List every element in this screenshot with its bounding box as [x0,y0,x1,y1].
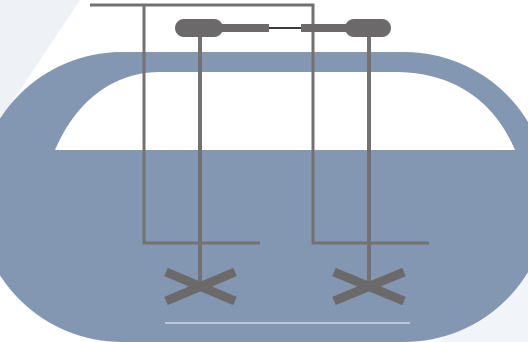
impeller-2 [332,267,406,306]
agitator-motor-2 [345,19,391,37]
background-tint [0,0,80,120]
tank-nozzle [23,88,64,137]
agitator-motor-1 [175,19,223,37]
coupling-housing-2 [301,24,351,32]
coupling-housing-1 [221,24,269,32]
impeller-1 [164,267,237,306]
tank-headspace [55,72,515,150]
agitator-1 [164,19,269,306]
agitator-2 [301,19,406,306]
